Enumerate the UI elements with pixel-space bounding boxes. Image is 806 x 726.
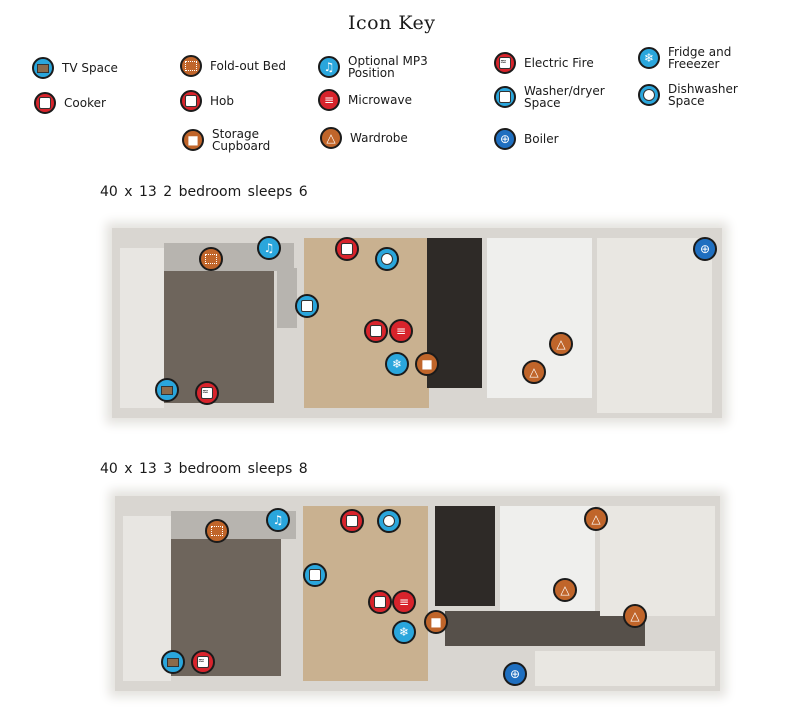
key-label: Dishwasher Space: [668, 82, 738, 108]
hanger-icon: △: [549, 332, 573, 356]
washer-dryer-icon: [494, 86, 516, 108]
dishwasher-icon: [638, 84, 660, 106]
key-label: Cooker: [64, 96, 106, 110]
plan-caption-3-bedroom: 40 x 13 3 bedroom sleeps 8: [100, 461, 308, 477]
storage-cupboard-icon: ■: [415, 352, 439, 376]
key-label: Fridge and Freeezer: [668, 45, 732, 71]
fold-out-bed-icon: [205, 519, 229, 543]
washer-dryer-icon: [295, 294, 319, 318]
key-label: Electric Fire: [524, 56, 594, 70]
key-item-tv: TV Space: [32, 57, 118, 79]
key-item-cooker: Cooker: [34, 92, 106, 114]
key-label: TV Space: [62, 61, 118, 75]
hob-icon: [340, 509, 364, 533]
washer-dryer-icon: [303, 563, 327, 587]
key-label: Storage Cupboard: [212, 127, 271, 153]
tv-icon: [32, 57, 54, 79]
key-item-mp3: ♫ Optional MP3 Position: [318, 55, 428, 79]
hanger-icon: △: [553, 578, 577, 602]
cooker-icon: [34, 92, 56, 114]
floorplan-3-bedroom: [115, 496, 720, 691]
boiler-icon: ⊕: [494, 128, 516, 150]
cooker-icon: [368, 590, 392, 614]
hanger-icon: △: [584, 507, 608, 531]
hob-icon: [180, 90, 202, 112]
hanger-icon: △: [623, 604, 647, 628]
storage-cupboard-icon: ■: [182, 129, 204, 151]
music-note-icon: ♫: [257, 236, 281, 260]
snowflake-icon: ❄: [638, 47, 660, 69]
key-label: Wardrobe: [350, 131, 408, 145]
microwave-icon: ≡: [389, 319, 413, 343]
plan-caption-2-bedroom: 40 x 13 2 bedroom sleeps 6: [100, 184, 308, 200]
hanger-icon: △: [522, 360, 546, 384]
music-note-icon: ♫: [266, 508, 290, 532]
key-item-microwave: ≡ Microwave: [318, 89, 412, 111]
fold-out-bed-icon: [180, 55, 202, 77]
hanger-icon: △: [320, 127, 342, 149]
key-item-wardrobe: △ Wardrobe: [320, 127, 408, 149]
snowflake-icon: ❄: [385, 352, 409, 376]
key-label: Microwave: [348, 93, 412, 107]
electric-fire-icon: ≈: [191, 650, 215, 674]
tv-icon: [161, 650, 185, 674]
dishwasher-icon: [377, 509, 401, 533]
key-item-electric-fire: ≈ Electric Fire: [494, 52, 594, 74]
tv-icon: [155, 378, 179, 402]
microwave-icon: ≡: [318, 89, 340, 111]
key-label: Washer/dryer Space: [524, 84, 605, 110]
key-item-dishwasher: Dishwasher Space: [638, 83, 738, 107]
storage-cupboard-icon: ■: [424, 610, 448, 634]
cooker-icon: [364, 319, 388, 343]
key-label: Boiler: [524, 132, 559, 146]
key-item-washer: Washer/dryer Space: [494, 85, 605, 109]
key-label: Optional MP3 Position: [348, 54, 428, 80]
key-item-hob: Hob: [180, 90, 234, 112]
electric-fire-icon: ≈: [494, 52, 516, 74]
key-item-storage: ■ Storage Cupboard: [182, 128, 270, 152]
hob-icon: [335, 237, 359, 261]
electric-fire-icon: ≈: [195, 381, 219, 405]
microwave-icon: ≡: [392, 590, 416, 614]
music-note-icon: ♫: [318, 56, 340, 78]
boiler-icon: ⊕: [693, 237, 717, 261]
snowflake-icon: ❄: [392, 620, 416, 644]
key-label: Hob: [210, 94, 234, 108]
key-label: Fold-out Bed: [210, 59, 287, 73]
key-item-boiler: ⊕ Boiler: [494, 128, 559, 150]
boiler-icon: ⊕: [503, 662, 527, 686]
key-item-fridge: ❄ Fridge and Freeezer: [638, 46, 731, 70]
dishwasher-icon: [375, 247, 399, 271]
icon-key-title: Icon Key: [348, 12, 436, 34]
key-item-fold-out-bed: Fold-out Bed: [180, 55, 286, 77]
fold-out-bed-icon: [199, 247, 223, 271]
